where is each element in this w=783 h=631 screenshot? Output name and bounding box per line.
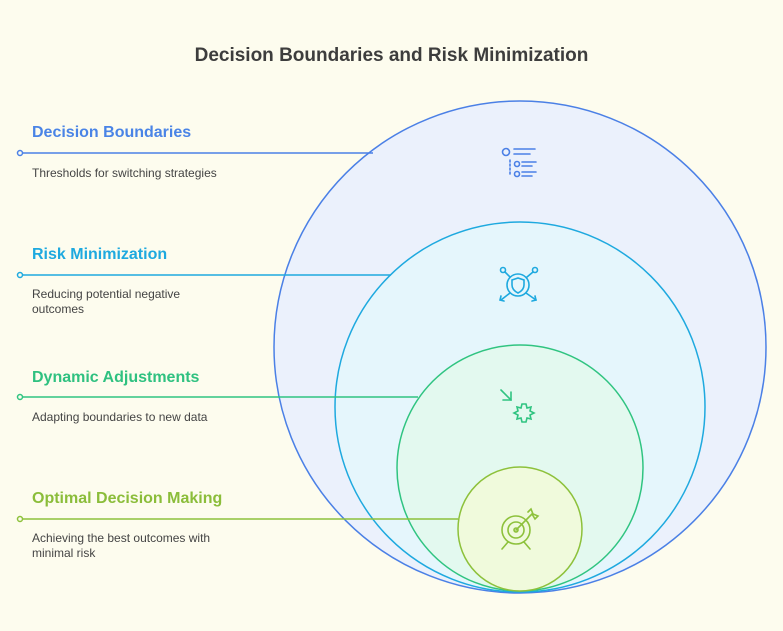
shield-network-icon <box>499 266 539 302</box>
layer-label-risk-minimization: Risk Minimization <box>32 246 168 263</box>
list-hierarchy-icon <box>501 147 537 178</box>
layer-label-decision-boundaries: Decision Boundaries <box>32 124 192 141</box>
diagram-title: Decision Boundaries and Risk Minimizatio… <box>194 45 589 66</box>
layer-desc-risk-minimization: Reducing potential negative outcomes <box>32 287 181 316</box>
layer-label-dynamic-adjustments: Dynamic Adjustments <box>32 369 200 386</box>
connector-decision-boundaries <box>16 149 373 157</box>
circle-optimal-decision <box>457 466 583 592</box>
connector-risk-minimization <box>16 271 391 279</box>
target-icon <box>501 507 540 550</box>
layer-label-optimal-decision: Optimal Decision Making <box>32 490 223 507</box>
layer-desc-optimal-decision: Achieving the best outcomes with minimal… <box>32 531 211 560</box>
connector-dynamic-adjustments <box>16 393 418 401</box>
layer-desc-dynamic-adjustments: Adapting boundaries to new data <box>32 410 208 424</box>
connector-optimal-decision <box>16 515 458 523</box>
layer-desc-decision-boundaries: Thresholds for switching strategies <box>32 166 217 180</box>
adjust-arrow-icon <box>500 389 536 423</box>
